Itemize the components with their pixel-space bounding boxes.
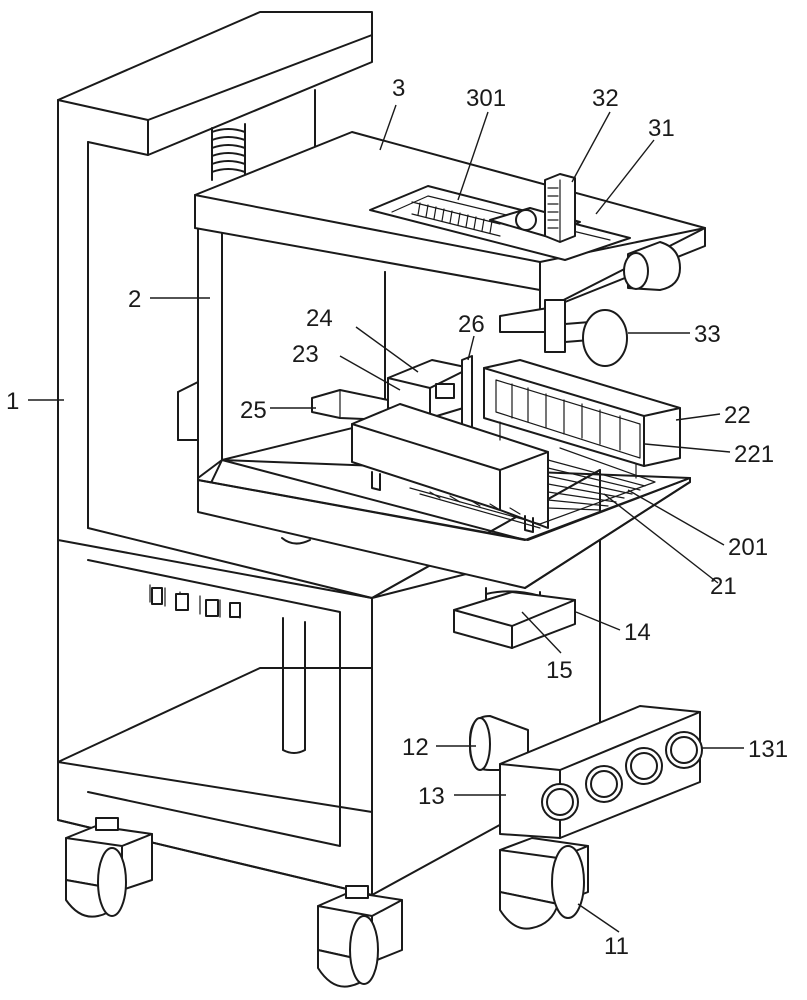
label-24: 24 [306, 305, 333, 332]
clamp-assembly [311, 355, 473, 439]
front-bar [351, 403, 549, 533]
leader-lines [28, 104, 744, 933]
label-2: 2 [128, 286, 141, 313]
label-22: 22 [724, 402, 751, 429]
label-301: 301 [466, 85, 506, 112]
lower-block [281, 537, 576, 649]
label-31: 31 [648, 115, 675, 142]
top-plate [194, 131, 706, 313]
label-23: 23 [292, 341, 319, 368]
label-1: 1 [6, 388, 19, 415]
cell-rack [483, 359, 681, 479]
side-box [177, 381, 199, 441]
caster-front [317, 885, 403, 988]
label-11: 11 [604, 933, 629, 960]
label-25: 25 [240, 397, 267, 424]
label-14: 14 [624, 619, 651, 646]
label-33: 33 [694, 321, 721, 348]
label-131: 131 [748, 736, 788, 763]
grill [409, 447, 656, 529]
caster-left [65, 817, 153, 918]
label-32: 32 [592, 85, 619, 112]
label-26: 26 [458, 311, 485, 338]
label-201: 201 [728, 534, 768, 561]
upper-spring [211, 123, 246, 181]
label-13: 13 [418, 783, 445, 810]
label-21: 21 [710, 573, 737, 600]
label-15: 15 [546, 657, 573, 684]
caster-right [499, 837, 589, 930]
label-221: 221 [734, 441, 774, 468]
label-12: 12 [402, 734, 429, 761]
knob-assembly [499, 299, 628, 367]
label-3: 3 [392, 75, 405, 102]
control-panel [469, 705, 703, 839]
part-labels: 1 2 3 301 32 31 33 24 23 26 25 22 221 20… [6, 75, 788, 960]
